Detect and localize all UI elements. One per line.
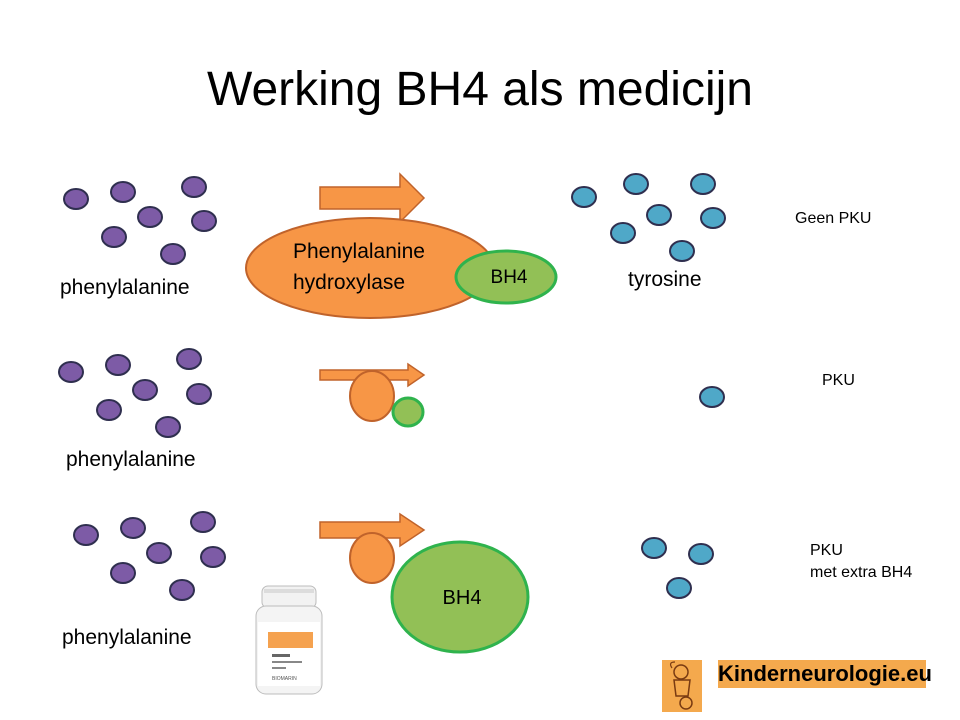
enzyme-phenylalanine-hydroxylase xyxy=(245,217,495,319)
phenylalanine-molecule xyxy=(155,416,181,438)
bottle-label: BIOMARIN xyxy=(272,676,297,682)
bh4-label-row1: BH4 xyxy=(491,267,528,288)
phenylalanine-molecule xyxy=(101,226,127,248)
reaction-arrow-row3 xyxy=(319,512,426,548)
phenylalanine-molecule xyxy=(110,181,136,203)
phenylalanine-molecule xyxy=(132,379,158,401)
tyrosine-molecule xyxy=(690,173,716,195)
phenylalanine-cluster-row3 xyxy=(73,511,226,601)
condition-label-row2: PKU xyxy=(822,372,855,389)
tyrosine-molecule xyxy=(571,186,597,208)
tyrosine-molecule xyxy=(641,537,667,559)
enzyme-defective-row3 xyxy=(349,532,395,584)
condition-label-row3: PKU met extra BH4 xyxy=(810,542,913,581)
phenylalanine-molecule xyxy=(200,546,226,568)
reaction-arrow-row1 xyxy=(319,172,426,224)
tyrosine-molecule xyxy=(623,173,649,195)
brand-label[interactable]: Kinderneurologie.eu xyxy=(718,660,932,688)
phenylalanine-cluster-row2 xyxy=(58,348,212,438)
enzyme-label-line2: hydroxylase xyxy=(293,271,405,294)
substrate-label-row3: phenylalanine xyxy=(62,626,192,649)
bh4-cofactor-row2 xyxy=(391,396,425,428)
phenylalanine-molecule xyxy=(191,210,217,232)
tyrosine-molecule xyxy=(700,207,726,229)
tyrosine-molecule xyxy=(666,577,692,599)
bh4-cofactor-row1 xyxy=(454,249,558,305)
substrate-label-row2: phenylalanine xyxy=(66,448,196,471)
enzyme-defective-row2 xyxy=(349,370,395,422)
tyrosine-molecule xyxy=(699,386,725,408)
phenylalanine-cluster-row1 xyxy=(63,176,217,265)
substrate-label-row1: phenylalanine xyxy=(60,276,190,299)
phenylalanine-molecule xyxy=(176,348,202,370)
phenylalanine-molecule xyxy=(186,383,212,405)
phenylalanine-molecule xyxy=(169,579,195,601)
tyrosine-molecule xyxy=(610,222,636,244)
slide-title: Werking BH4 als medicijn xyxy=(207,63,753,116)
product-label-row1: tyrosine xyxy=(628,268,702,291)
phenylalanine-molecule xyxy=(120,517,146,539)
phenylalanine-molecule xyxy=(190,511,216,533)
phenylalanine-molecule xyxy=(63,188,89,210)
tyrosine-cluster-row1 xyxy=(571,173,726,262)
tyrosine-cluster-row3 xyxy=(641,537,714,599)
enzyme-label-line1: Phenylalanine xyxy=(293,240,425,263)
bh4-label-row3: BH4 xyxy=(443,587,482,609)
phenylalanine-molecule xyxy=(73,524,99,546)
kinderneurologie-logo-icon xyxy=(662,660,702,712)
phenylalanine-molecule xyxy=(58,361,84,383)
phenylalanine-molecule xyxy=(160,243,186,265)
bh4-cofactor-row3 xyxy=(390,540,530,654)
phenylalanine-molecule xyxy=(96,399,122,421)
tyrosine-molecule xyxy=(688,543,714,565)
phenylalanine-molecule xyxy=(146,542,172,564)
phenylalanine-molecule xyxy=(105,354,131,376)
tyrosine-molecule xyxy=(669,240,695,262)
condition-label-row1: Geen PKU xyxy=(795,210,872,227)
tyrosine-molecule xyxy=(646,204,672,226)
medicine-bottle-image: BIOMARIN xyxy=(255,585,323,695)
phenylalanine-molecule xyxy=(181,176,207,198)
phenylalanine-molecule xyxy=(137,206,163,228)
phenylalanine-molecule xyxy=(110,562,136,584)
